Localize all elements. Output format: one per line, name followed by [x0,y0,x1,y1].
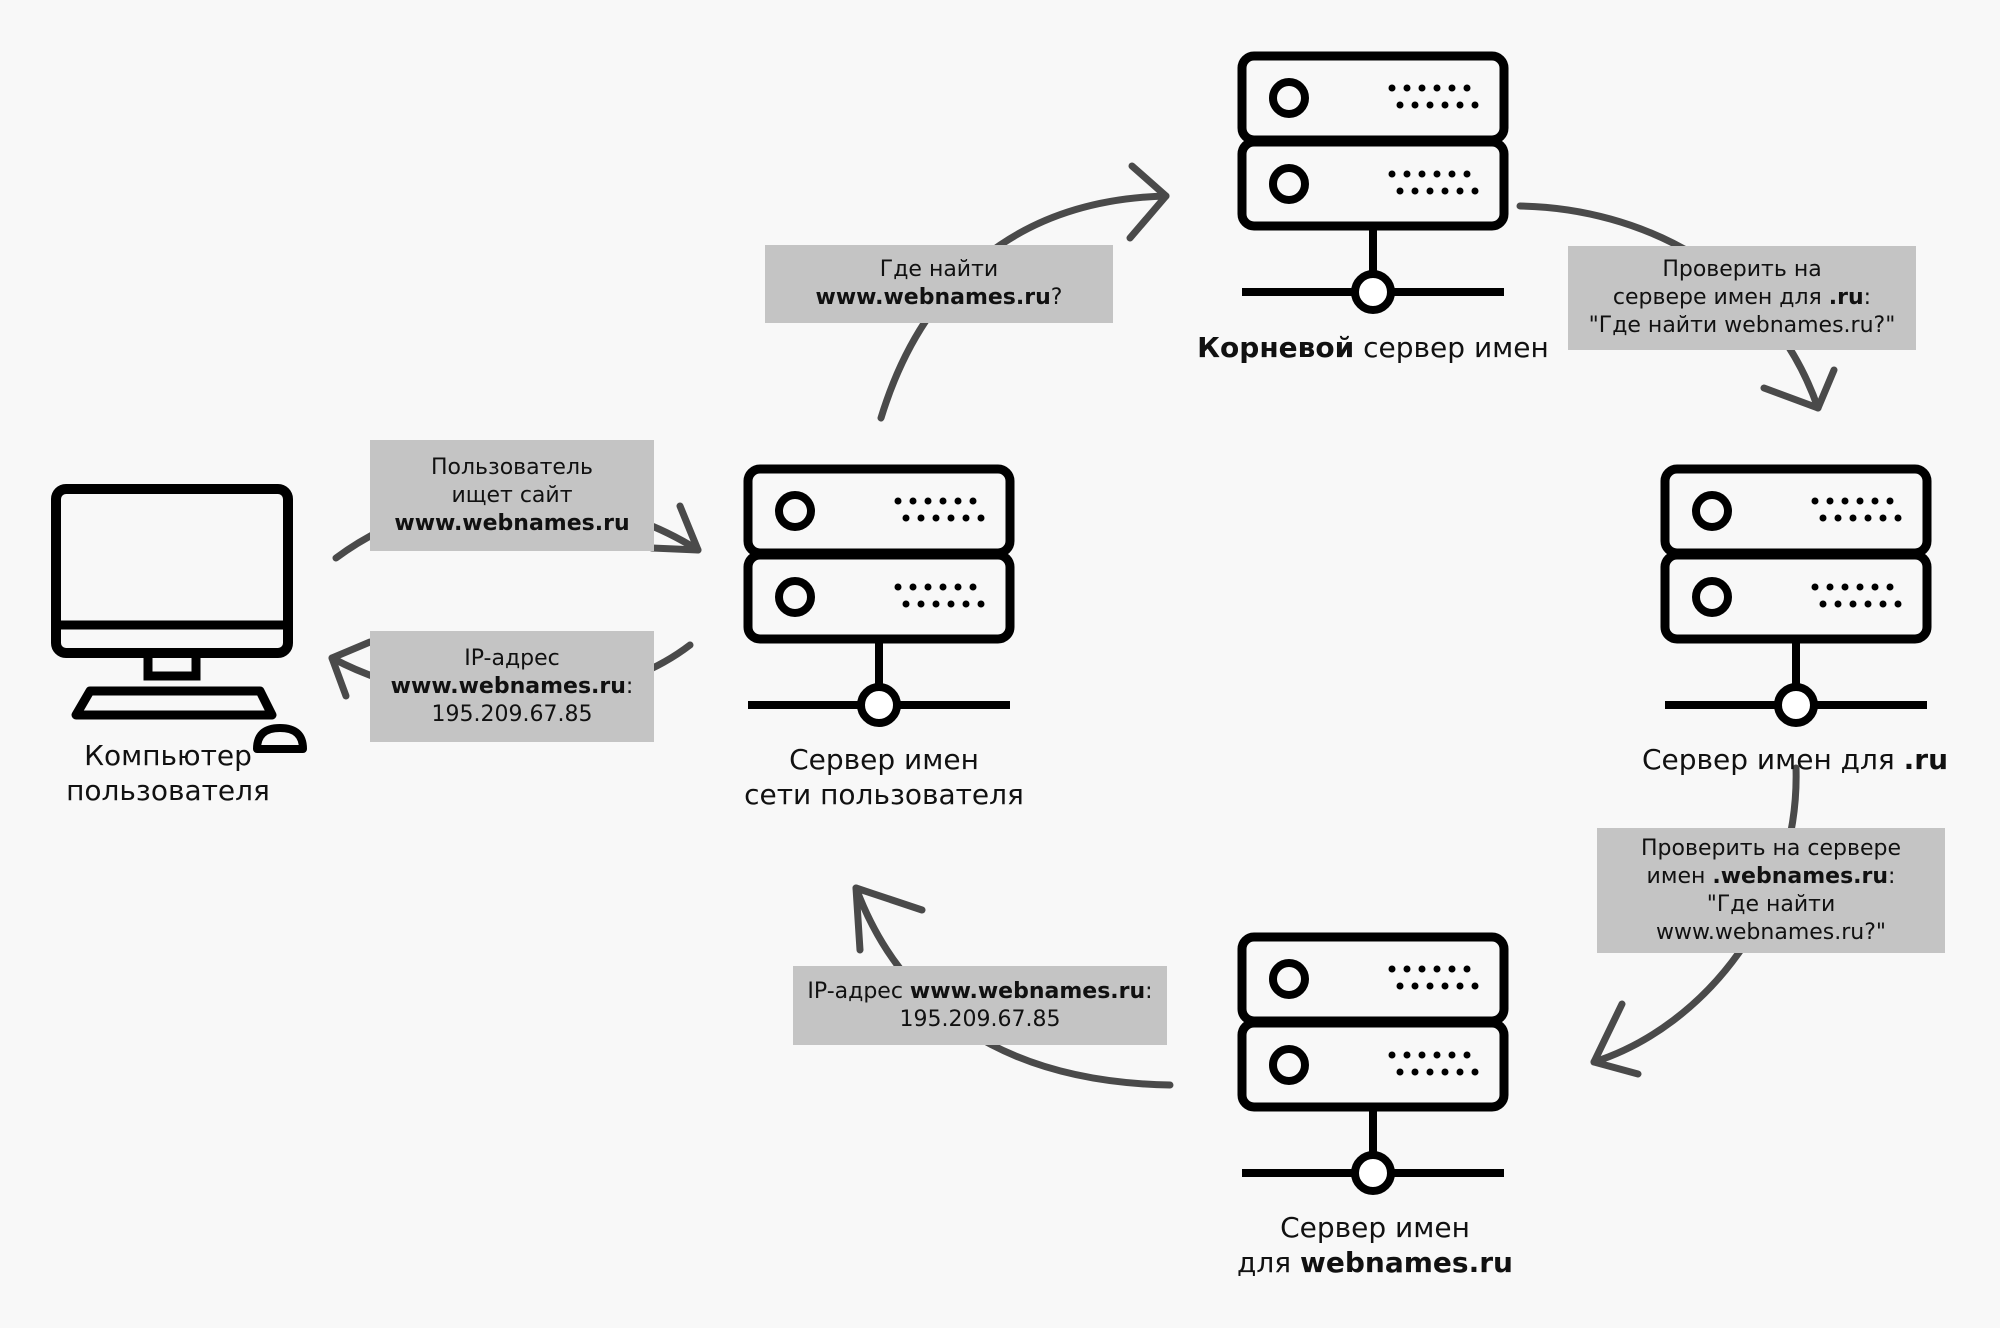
message-where: Где найти www.webnames.ru? [765,245,1113,323]
message-ip-answer: IP-адрес www.webnames.ru: 195.209.67.85 [370,631,654,742]
message-check-ru: Проверить на сервере имен для .ru: "Где … [1568,246,1916,350]
ru-server-icon [1665,469,1927,723]
message-ip-final: IP-адрес www.webnames.ru: 195.209.67.85 [793,966,1167,1045]
local-server-icon [748,469,1010,723]
message-user-query: Пользователь ищет сайт www.webnames.ru [370,440,654,551]
local-server-label: Сервер имен сети пользователя [744,743,1024,811]
root-server-icon [1242,56,1504,310]
ru-server-label: Сервер имен для .ru [1641,743,1949,776]
computer-icon [51,484,307,753]
computer-label: Компьютер пользователя [66,739,270,807]
webnames-server-label: Сервер имен для webnames.ru [1237,1211,1513,1279]
arrow-ru-to-webnames [1590,764,1800,1078]
root-server-label: Корневой сервер имен [1197,331,1549,364]
message-check-webnames: Проверить на сервере имен .webnames.ru: … [1597,828,1945,953]
webnames-server-icon [1242,937,1504,1191]
